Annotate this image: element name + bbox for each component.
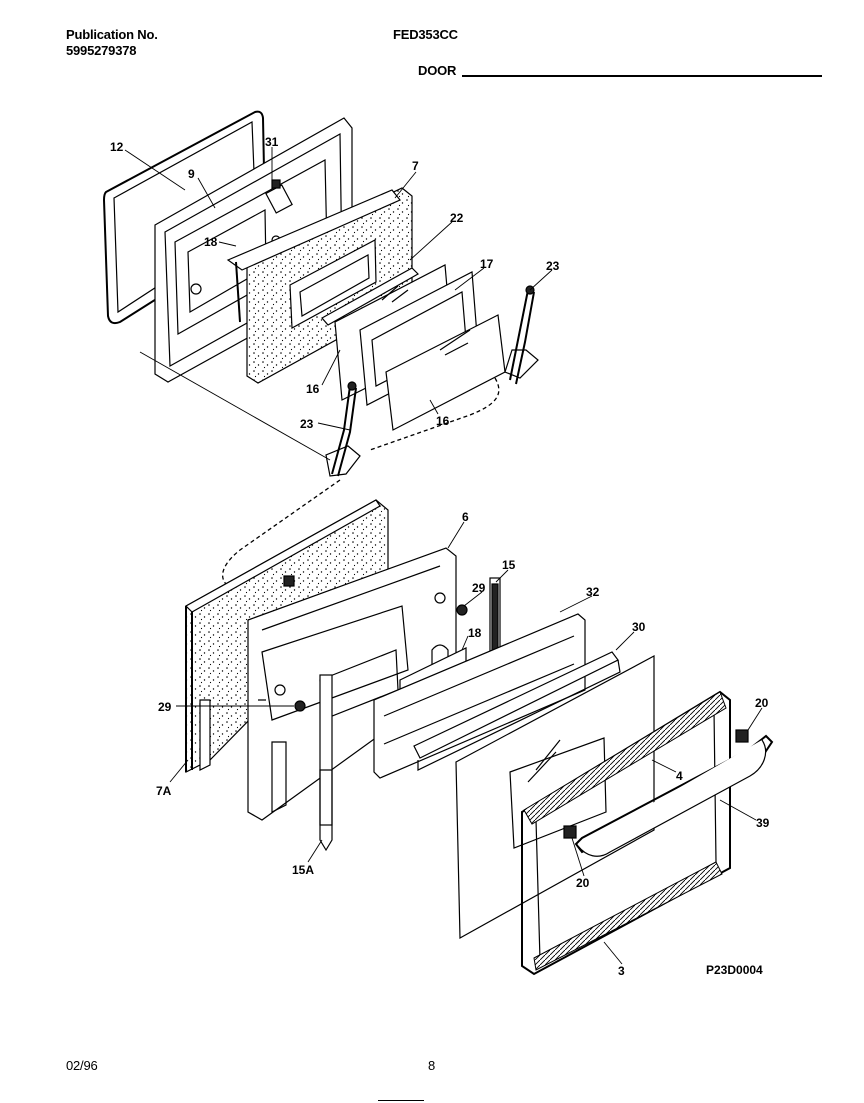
callout-20-right: 20	[755, 696, 769, 710]
alignment-path-upper	[369, 377, 500, 451]
callout-7A: 7A	[156, 784, 172, 798]
page-number: 8	[428, 1058, 436, 1073]
inner-door-panel	[226, 187, 413, 384]
callout-15: 15	[502, 558, 516, 572]
callout-22: 22	[450, 211, 464, 225]
section-title: DOOR	[418, 63, 457, 78]
leader-lines	[124, 147, 763, 965]
hinge-right	[504, 285, 539, 385]
footer-rule	[378, 1100, 424, 1101]
callout-20-left: 20	[576, 876, 590, 890]
glass-retainer	[413, 651, 621, 771]
callout-9: 9	[188, 167, 195, 181]
callout-17: 17	[480, 257, 494, 271]
callout-29-lower: 29	[158, 700, 172, 714]
model-number: FED353CC	[393, 27, 458, 42]
callout-6: 6	[462, 510, 469, 524]
side-bracket-lower	[319, 674, 333, 852]
door-frame	[521, 690, 731, 976]
callout-23-right: 23	[546, 259, 560, 273]
door-handle	[574, 734, 774, 857]
handle-end-cap-left	[563, 825, 577, 839]
callout-3: 3	[618, 964, 625, 978]
hinge-alignment-line	[139, 351, 331, 461]
callout-23-left: 23	[300, 417, 314, 431]
callout-32: 32	[586, 585, 600, 599]
callout-18-lower: 18	[468, 626, 482, 640]
callout-7: 7	[412, 159, 419, 173]
header-rule	[462, 75, 822, 77]
hinge-left	[325, 381, 361, 477]
callout-15A: 15A	[292, 863, 314, 877]
callout-29-upper: 29	[472, 581, 486, 595]
callout-31: 31	[265, 135, 279, 149]
callout-18-upper: 18	[204, 235, 218, 249]
callout-labels: 12 9 31 7 18 22 17 23 16 16 23 6 15 29 3…	[110, 135, 770, 978]
drawing-code: P23D0004	[706, 963, 763, 977]
publication-label: Publication No.	[66, 27, 158, 42]
callout-39: 39	[756, 816, 770, 830]
callout-30: 30	[632, 620, 646, 634]
handle-end-cap-right	[735, 729, 749, 743]
callout-16-left: 16	[306, 382, 320, 396]
glass-baffle-group	[321, 264, 506, 431]
vent-strip	[373, 613, 586, 779]
callout-4: 4	[676, 769, 683, 783]
publication-number: 5995279378	[66, 43, 137, 58]
footer-date: 02/96	[66, 1058, 98, 1073]
clip-upper	[456, 604, 468, 616]
callout-12: 12	[110, 140, 124, 154]
callout-16-right: 16	[436, 414, 450, 428]
clip-lower	[294, 700, 306, 712]
